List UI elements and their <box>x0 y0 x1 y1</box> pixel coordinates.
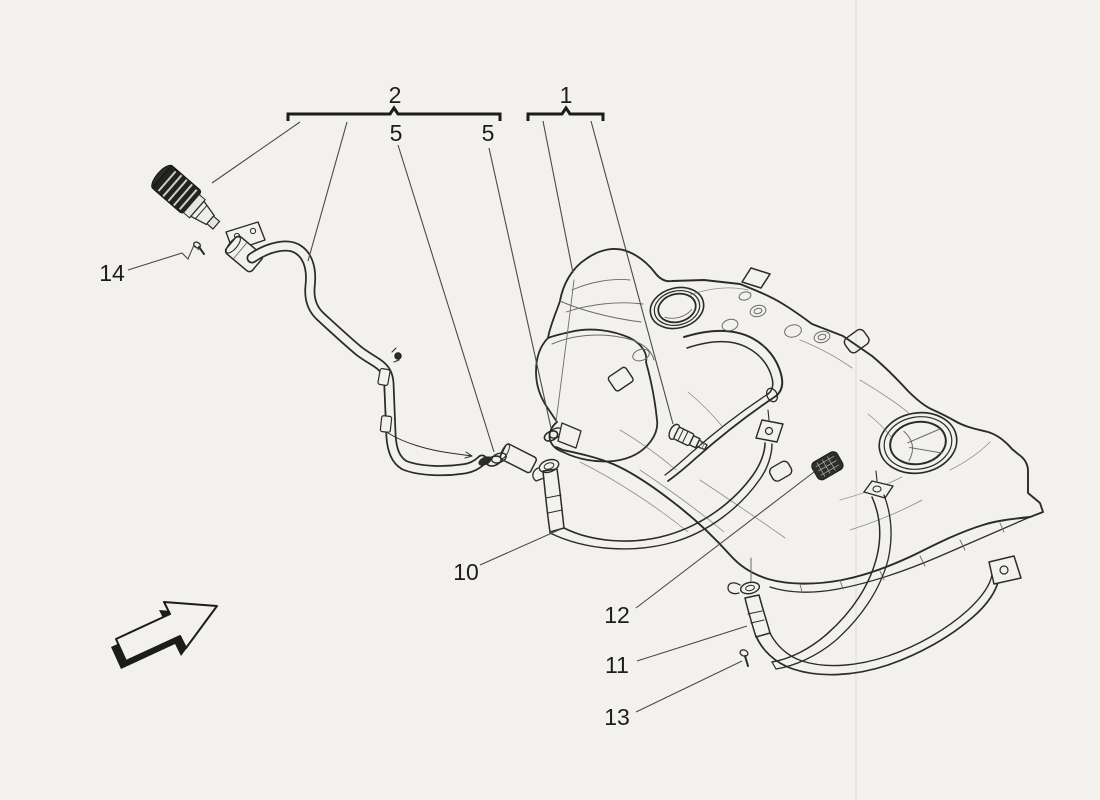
leader-14-to-screw <box>127 244 200 271</box>
diamond-pad-upper <box>843 328 870 354</box>
dome-hatch-2 <box>565 302 644 313</box>
rear-strap-end-bracket <box>988 555 1022 585</box>
leader-13-to-screw <box>635 660 743 713</box>
filler-tube-body <box>248 242 486 475</box>
leader-10-to-strap <box>479 528 562 566</box>
fuel-filler-cap <box>151 164 221 230</box>
front-strap <box>532 409 784 550</box>
connector-sleeve <box>499 443 538 474</box>
rear-strap <box>727 555 1022 676</box>
leader-11-to-strap <box>636 625 748 662</box>
tank-seam <box>555 279 575 423</box>
leader-2-to-pipe <box>307 121 348 262</box>
middle-strap <box>771 470 894 670</box>
callout-5b: 5 <box>482 120 495 146</box>
hose-clamp-1 <box>485 452 507 467</box>
filler-pipe-assembly <box>151 164 582 477</box>
lobe-pad <box>607 366 634 392</box>
callout-11: 11 <box>605 652 629 678</box>
tank-tray-lip <box>769 516 1031 593</box>
pipe-clip-bolt <box>391 347 402 363</box>
strap-screw <box>739 649 749 667</box>
tank-embossed-rings <box>632 291 831 362</box>
rollover-valve <box>668 423 708 451</box>
breather-hose <box>377 367 473 459</box>
leader-1-to-tank <box>542 120 574 274</box>
leader-5-to-clamp-1 <box>397 144 495 453</box>
callout-1: 1 <box>560 82 573 108</box>
tank-front-lobe <box>535 300 659 463</box>
tank-dome-base <box>559 300 642 323</box>
callout-2: 2 <box>389 82 402 108</box>
tank-inlet-stub <box>557 422 582 449</box>
callout-13: 13 <box>604 704 630 730</box>
diamond-pad-lower <box>768 460 793 482</box>
dome-hatch-1 <box>571 279 631 291</box>
direction-arrow-face <box>115 601 218 662</box>
tank-tray-ticks <box>799 522 1005 593</box>
leader-lines <box>127 120 815 713</box>
leader-12-to-pad <box>635 471 815 609</box>
leader-5-to-clamp-2 <box>488 147 552 429</box>
grid-pad <box>811 451 844 481</box>
pump-flange-left <box>649 286 705 330</box>
callout-10: 10 <box>453 559 479 585</box>
group-bracket-2 <box>286 105 502 121</box>
callout-12: 12 <box>604 602 630 628</box>
group-bracket-1 <box>526 105 605 121</box>
tank-outline <box>555 247 1044 585</box>
tank-rib-channel <box>664 329 784 482</box>
neck-screw <box>193 241 205 255</box>
tank-lobe-rim <box>551 334 655 361</box>
callout-14: 14 <box>99 260 125 286</box>
direction-arrow <box>111 601 218 669</box>
pump-flange-right <box>878 411 958 475</box>
leader-1-to-valve <box>590 120 674 425</box>
leader-2-to-cap <box>211 121 301 184</box>
callout-labels: 2 1 5 5 14 10 12 11 13 <box>99 82 630 730</box>
callout-5a: 5 <box>390 120 403 146</box>
tank-top-tab <box>741 267 771 289</box>
front-strap-bracket <box>755 409 784 443</box>
